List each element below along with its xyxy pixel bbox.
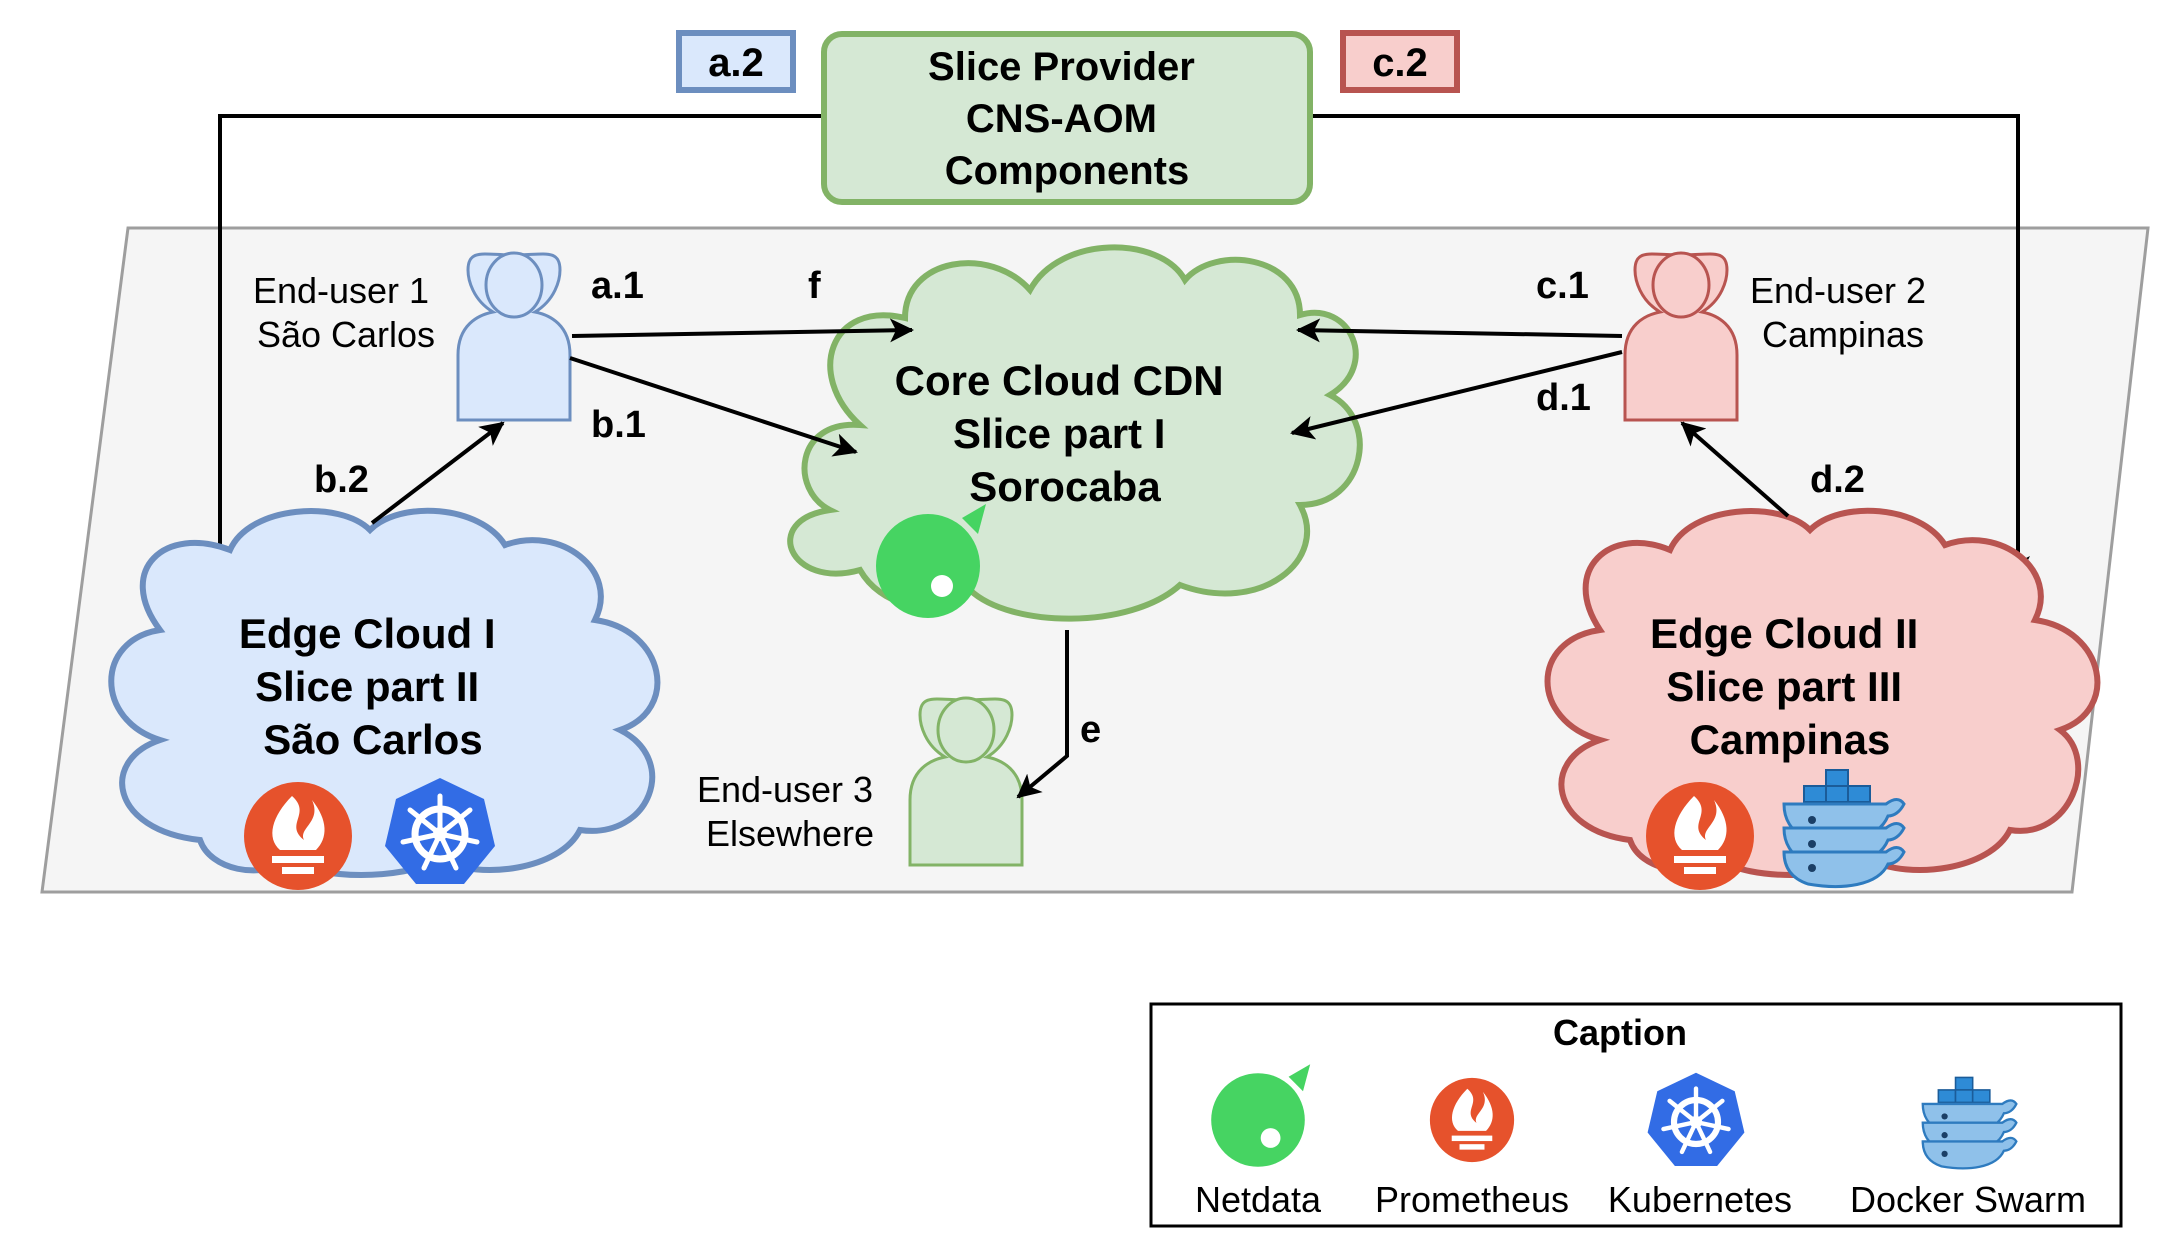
label-f: f bbox=[808, 265, 821, 307]
label-d2: d.2 bbox=[1810, 459, 1865, 501]
arrow-c2 bbox=[1310, 114, 2030, 580]
tag-a2-label: a.2 bbox=[708, 41, 764, 85]
slice-provider-label: Slice Provider CNS-AOM Components bbox=[928, 45, 1206, 193]
caption-box: Caption Netdata Prometheus Kubernetes Do… bbox=[1149, 1002, 2123, 1228]
arrow-e bbox=[1016, 630, 1069, 799]
tag-c2-label: c.2 bbox=[1372, 41, 1428, 85]
label-e: e bbox=[1080, 709, 1101, 751]
label-b1: b.1 bbox=[591, 404, 646, 446]
slice-provider-box bbox=[821, 31, 1313, 205]
legend-kubernetes-label: Kubernetes bbox=[1608, 1179, 1792, 1220]
legend-docker-swarm-label: Docker Swarm bbox=[1850, 1179, 2086, 1220]
end-user-3-line-1: End-user 3 bbox=[697, 769, 873, 810]
slice-provider-line-1: Slice Provider bbox=[928, 45, 1195, 89]
arrow-a2 bbox=[208, 114, 824, 584]
label-d1: d.1 bbox=[1536, 377, 1591, 419]
edge-cloud-1-title: Edge Cloud I Slice part II São Carlos bbox=[239, 610, 507, 763]
provider-connectors bbox=[208, 114, 2030, 584]
tag-a2: a.2 bbox=[676, 30, 796, 93]
core-cloud: Core Cloud CDN Slice part I Sorocaba bbox=[787, 244, 1363, 622]
edge-cloud-2-line-3: Campinas bbox=[1690, 716, 1891, 763]
arrow-d2 bbox=[1680, 421, 1790, 518]
legend-netdata-label: Netdata bbox=[1195, 1179, 1322, 1220]
legend-prometheus-label: Prometheus bbox=[1375, 1179, 1569, 1220]
tag-c2: c.2 bbox=[1340, 30, 1460, 93]
edge-cloud-2: Edge Cloud II Slice part III Campinas bbox=[1544, 507, 2101, 890]
arrow-b2 bbox=[370, 421, 505, 525]
end-user-2: End-user 2 Campinas bbox=[1623, 251, 1936, 422]
edge-cloud-2-title: Edge Cloud II Slice part III Campinas bbox=[1650, 610, 1930, 763]
end-user-1: End-user 1 São Carlos bbox=[253, 251, 572, 422]
edge-cloud-1-line-3: São Carlos bbox=[263, 716, 482, 763]
label-a1: a.1 bbox=[591, 265, 644, 307]
end-user-3: End-user 3 Elsewhere bbox=[697, 696, 1024, 867]
slice-provider-line-3: Components bbox=[945, 149, 1189, 193]
core-cloud-line-1: Core Cloud CDN bbox=[895, 357, 1224, 404]
end-user-1-label: End-user 1 São Carlos bbox=[253, 270, 439, 355]
edge-labels: a.1 f b.1 b.2 c.1 d.1 d.2 e bbox=[314, 265, 1865, 751]
core-cloud-title: Core Cloud CDN Slice part I Sorocaba bbox=[895, 357, 1236, 510]
caption-title: Caption bbox=[1553, 1012, 1687, 1053]
flow-arrows bbox=[370, 318, 1790, 799]
label-b2: b.2 bbox=[314, 459, 369, 501]
end-user-2-label: End-user 2 Campinas bbox=[1750, 270, 1936, 355]
edge-cloud-1-line-1: Edge Cloud I bbox=[239, 610, 496, 657]
edge-cloud-1-line-2: Slice part II bbox=[255, 663, 479, 710]
arrow-a1 bbox=[571, 318, 914, 343]
core-cloud-line-2: Slice part I bbox=[953, 410, 1165, 457]
end-user-1-line-1: End-user 1 bbox=[253, 270, 429, 311]
slice-provider: Slice Provider CNS-AOM Components bbox=[821, 31, 1313, 205]
edge-cloud-2-line-2: Slice part III bbox=[1666, 663, 1902, 710]
core-cloud-line-3: Sorocaba bbox=[969, 463, 1161, 510]
end-user-2-line-2: Campinas bbox=[1762, 314, 1924, 355]
legend-prometheus-icon bbox=[1429, 1077, 1515, 1163]
arrow-c1 bbox=[1296, 318, 1623, 343]
edge-cloud-1: Edge Cloud I Slice part II São Carlos bbox=[108, 507, 661, 890]
end-user-3-line-2: Elsewhere bbox=[706, 813, 874, 854]
arrow-b1 bbox=[569, 356, 858, 457]
prometheus-icon bbox=[244, 782, 352, 890]
prometheus-icon bbox=[1646, 782, 1754, 890]
arrow-d1 bbox=[1290, 350, 1623, 440]
slice-provider-line-2: CNS-AOM bbox=[966, 97, 1157, 141]
label-c1: c.1 bbox=[1536, 265, 1589, 307]
end-user-1-line-2: São Carlos bbox=[257, 314, 435, 355]
end-user-3-label: End-user 3 Elsewhere bbox=[697, 769, 883, 854]
end-user-2-line-1: End-user 2 bbox=[1750, 270, 1926, 311]
edge-cloud-2-line-1: Edge Cloud II bbox=[1650, 610, 1918, 657]
